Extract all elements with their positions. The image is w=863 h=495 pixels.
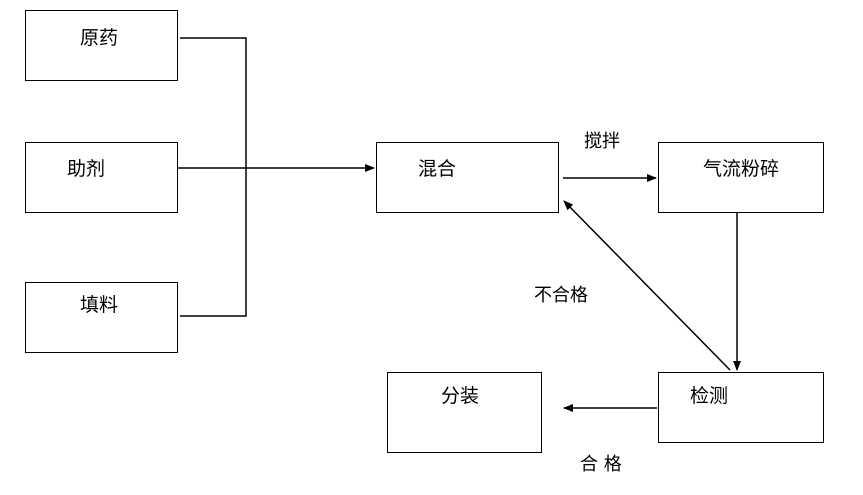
arrow-fail-return [563, 200, 731, 371]
node-mixing [376, 142, 559, 213]
node-adjuvant-label: 助剂 [67, 158, 106, 180]
node-inspection [658, 372, 824, 443]
node-packaging-label: 分装 [441, 385, 480, 407]
edge-label-stirring: 搅拌 [584, 131, 620, 152]
node-jet-milling [658, 142, 824, 213]
node-adjuvant [25, 142, 178, 213]
input-bracket-line [180, 37, 247, 317]
node-filler-label: 填料 [80, 294, 119, 316]
node-packaging [387, 372, 542, 453]
edge-label-pass: 合 格 [580, 454, 622, 475]
node-raw-drug-label: 原药 [80, 27, 119, 49]
node-filler [25, 282, 178, 353]
node-jet-milling-label: 气流粉碎 [703, 158, 780, 180]
edge-label-fail: 不合格 [534, 285, 588, 306]
node-mixing-label: 混合 [418, 158, 457, 180]
node-inspection-label: 检测 [690, 385, 729, 407]
node-raw-drug [25, 10, 178, 81]
